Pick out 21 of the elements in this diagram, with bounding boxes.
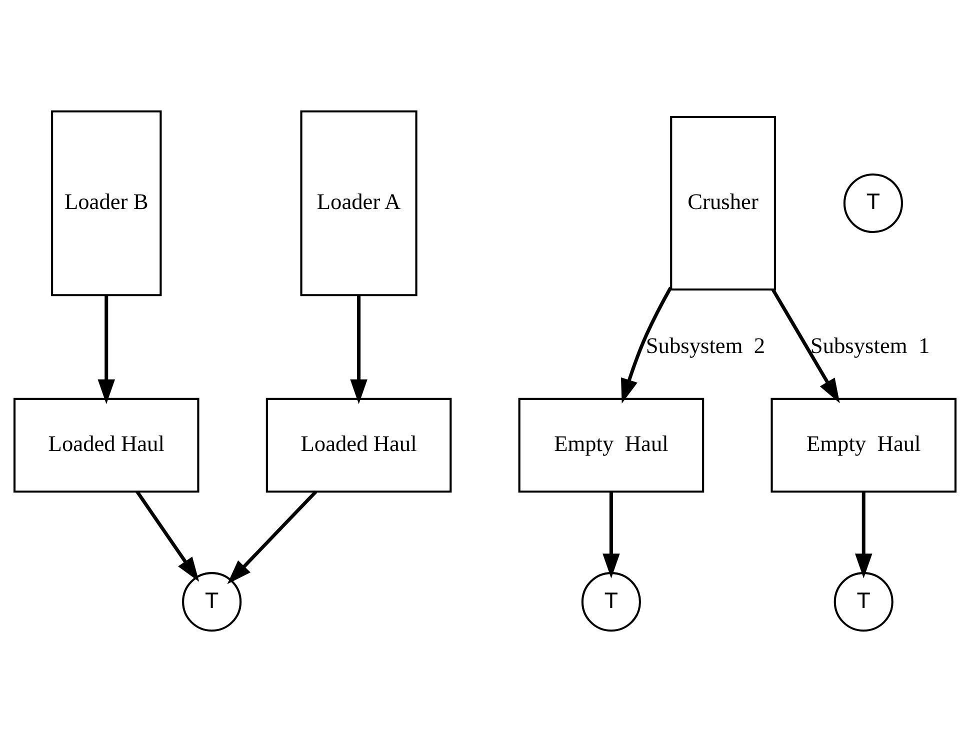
node-circle: T (834, 572, 894, 632)
arrow (771, 288, 840, 404)
arrow (350, 295, 368, 404)
node-box: Crusher (670, 116, 776, 291)
arrow (855, 492, 872, 578)
node-box: Empty Haul (518, 398, 704, 493)
arrow (98, 295, 115, 404)
node-box: Loader A (300, 110, 418, 296)
arrow (227, 490, 318, 584)
arrow (602, 492, 620, 578)
node-box: Empty Haul (770, 398, 957, 493)
arrow (620, 286, 672, 404)
node-circle: T (581, 572, 641, 632)
arrow (136, 490, 200, 582)
node-box: Loaded Haul (266, 398, 452, 493)
node-circle: T (182, 572, 242, 632)
edge-label: Subsystem 2 (646, 332, 766, 358)
node-box: Loaded Haul (13, 398, 200, 493)
edge-label: Subsystem 1 (810, 332, 930, 358)
node-box: Loader B (51, 110, 162, 296)
node-circle: T (843, 173, 904, 234)
